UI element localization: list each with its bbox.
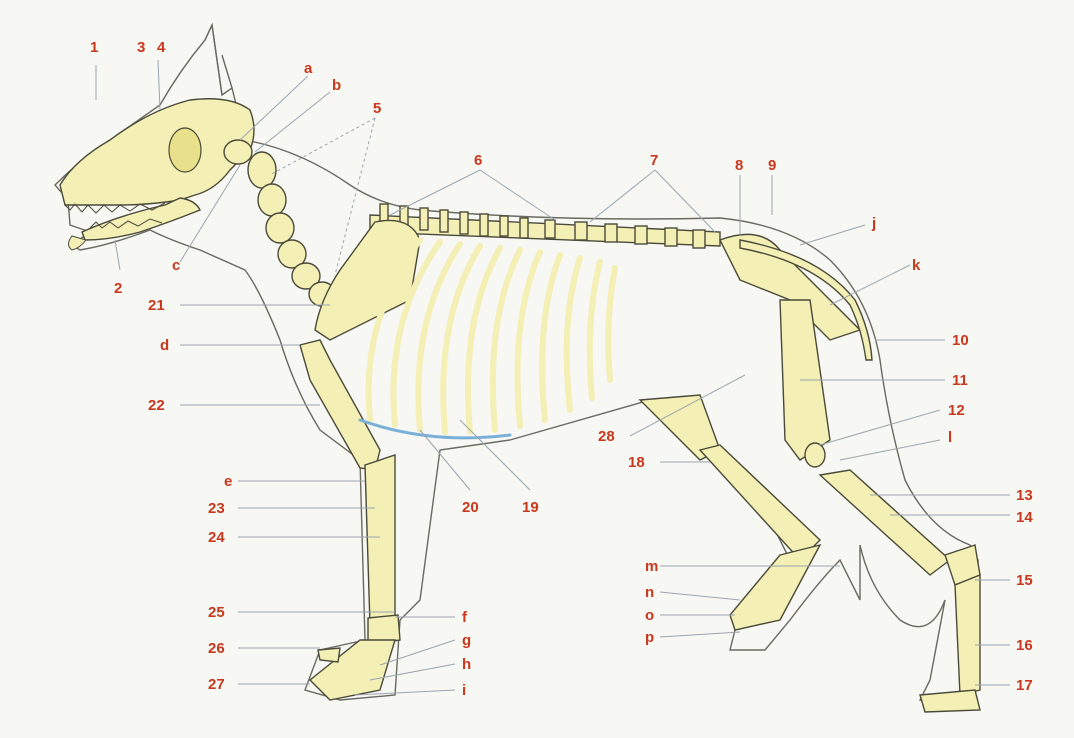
skull — [60, 99, 254, 250]
label-p: p — [645, 629, 654, 646]
label-21: 21 — [148, 297, 165, 314]
label-26: 26 — [208, 640, 225, 657]
label-16: 16 — [1016, 637, 1033, 654]
label-i: i — [462, 682, 466, 699]
label-19: 19 — [522, 499, 539, 516]
radius-ulna — [365, 455, 395, 625]
far-hind-shank — [700, 445, 820, 560]
label-n: n — [645, 584, 654, 601]
label-h: h — [462, 656, 471, 673]
label-j: j — [871, 215, 876, 232]
tongue — [69, 236, 87, 250]
label-27: 27 — [208, 676, 225, 693]
label-11: 11 — [952, 372, 968, 389]
dewclaw — [318, 648, 340, 662]
label-22: 22 — [148, 397, 165, 414]
label-7: 7 — [650, 152, 658, 169]
metatarsus — [955, 575, 980, 695]
label-9: 9 — [768, 157, 776, 174]
label-k: k — [912, 257, 921, 274]
label-f: f — [462, 609, 468, 626]
patella — [805, 443, 825, 467]
label-c: c — [172, 257, 180, 274]
label-15: 15 — [1016, 572, 1033, 589]
label-b: b — [332, 77, 341, 94]
label-17: 17 — [1016, 677, 1033, 694]
atlas — [224, 140, 252, 164]
label-3: 3 — [137, 39, 145, 56]
label-g: g — [462, 632, 471, 649]
label-14: 14 — [1016, 509, 1033, 526]
tibia-fibula — [820, 470, 950, 575]
label-24: 24 — [208, 529, 225, 546]
label-d: d — [160, 337, 169, 354]
label-25: 25 — [208, 604, 225, 621]
label-5: 5 — [373, 100, 381, 117]
label-12: 12 — [948, 402, 965, 419]
label-13: 13 — [1016, 487, 1033, 504]
axis — [248, 152, 276, 188]
label-a: a — [304, 60, 313, 77]
label-e: e — [224, 473, 232, 490]
hind-paw — [920, 690, 980, 712]
label-8: 8 — [735, 157, 743, 174]
label-o: o — [645, 607, 654, 624]
label-m: m — [645, 558, 658, 575]
label-1: 1 — [90, 39, 98, 56]
hindlimb — [720, 234, 980, 712]
orbit — [169, 128, 201, 172]
label-20: 20 — [462, 499, 479, 516]
label-10: 10 — [952, 332, 969, 349]
sternum — [360, 420, 510, 438]
label-l: l — [948, 429, 952, 446]
label-23: 23 — [208, 500, 225, 517]
label-2: 2 — [114, 280, 122, 297]
label-28: 28 — [598, 428, 615, 445]
label-6: 6 — [474, 152, 482, 169]
label-4: 4 — [157, 39, 166, 56]
ears — [205, 25, 232, 95]
far-hind-foot — [730, 545, 820, 630]
rib-cage — [360, 240, 615, 438]
label-18: 18 — [628, 454, 645, 471]
